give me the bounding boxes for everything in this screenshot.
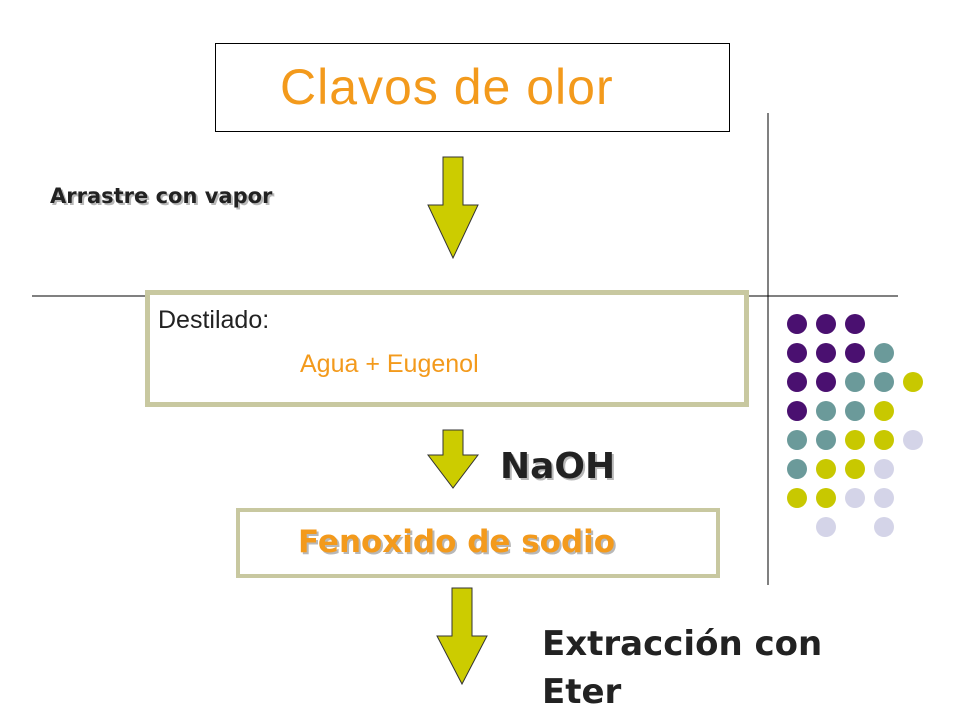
decorative-dot [845, 430, 865, 450]
decorative-dot [874, 488, 894, 508]
decorative-dot [816, 517, 836, 537]
decorative-dot [787, 401, 807, 421]
decorative-dot [903, 430, 923, 450]
decorative-dot [787, 343, 807, 363]
dot-grid-decoration [787, 314, 923, 537]
decorative-dot [816, 314, 836, 334]
decorative-dot [874, 401, 894, 421]
decorative-dot [874, 430, 894, 450]
arrow-down-1-icon [427, 156, 479, 260]
decorative-dot [845, 401, 865, 421]
decorative-dot [903, 372, 923, 392]
steam-distillation-label: Arrastre con vapor [50, 184, 273, 208]
decorative-dot [845, 343, 865, 363]
decorative-dot [787, 314, 807, 334]
distillate-box [145, 290, 749, 407]
decorative-dot [845, 488, 865, 508]
decorative-dot [787, 459, 807, 479]
decorative-dot [816, 488, 836, 508]
flow-arrows [426, 156, 488, 686]
decorative-dot [787, 430, 807, 450]
decorative-dot [816, 401, 836, 421]
page-title: Clavos de olor [280, 59, 614, 115]
distillate-contents: Agua + Eugenol [300, 350, 479, 378]
product-box [236, 508, 720, 578]
decorative-dot [845, 314, 865, 334]
arrow-down-2-icon [426, 429, 480, 489]
decorative-dot [787, 372, 807, 392]
decorative-dot [874, 459, 894, 479]
decorative-dot [874, 372, 894, 392]
title-box [215, 43, 730, 132]
product-label: Fenoxido de sodio [298, 524, 616, 560]
decorative-dot [816, 372, 836, 392]
decorative-dot [816, 430, 836, 450]
reagent-label: NaOH [500, 446, 616, 487]
decorative-dot [874, 343, 894, 363]
decorative-dot [845, 372, 865, 392]
decorative-dot [816, 459, 836, 479]
distillate-label: Destilado: [158, 306, 270, 334]
arrow-down-3-icon [436, 587, 488, 686]
extraction-label: Extracción con Eter [542, 624, 823, 712]
decorative-dot [816, 343, 836, 363]
decorative-dot [874, 517, 894, 537]
decorative-dot [787, 488, 807, 508]
decorative-dot [845, 459, 865, 479]
